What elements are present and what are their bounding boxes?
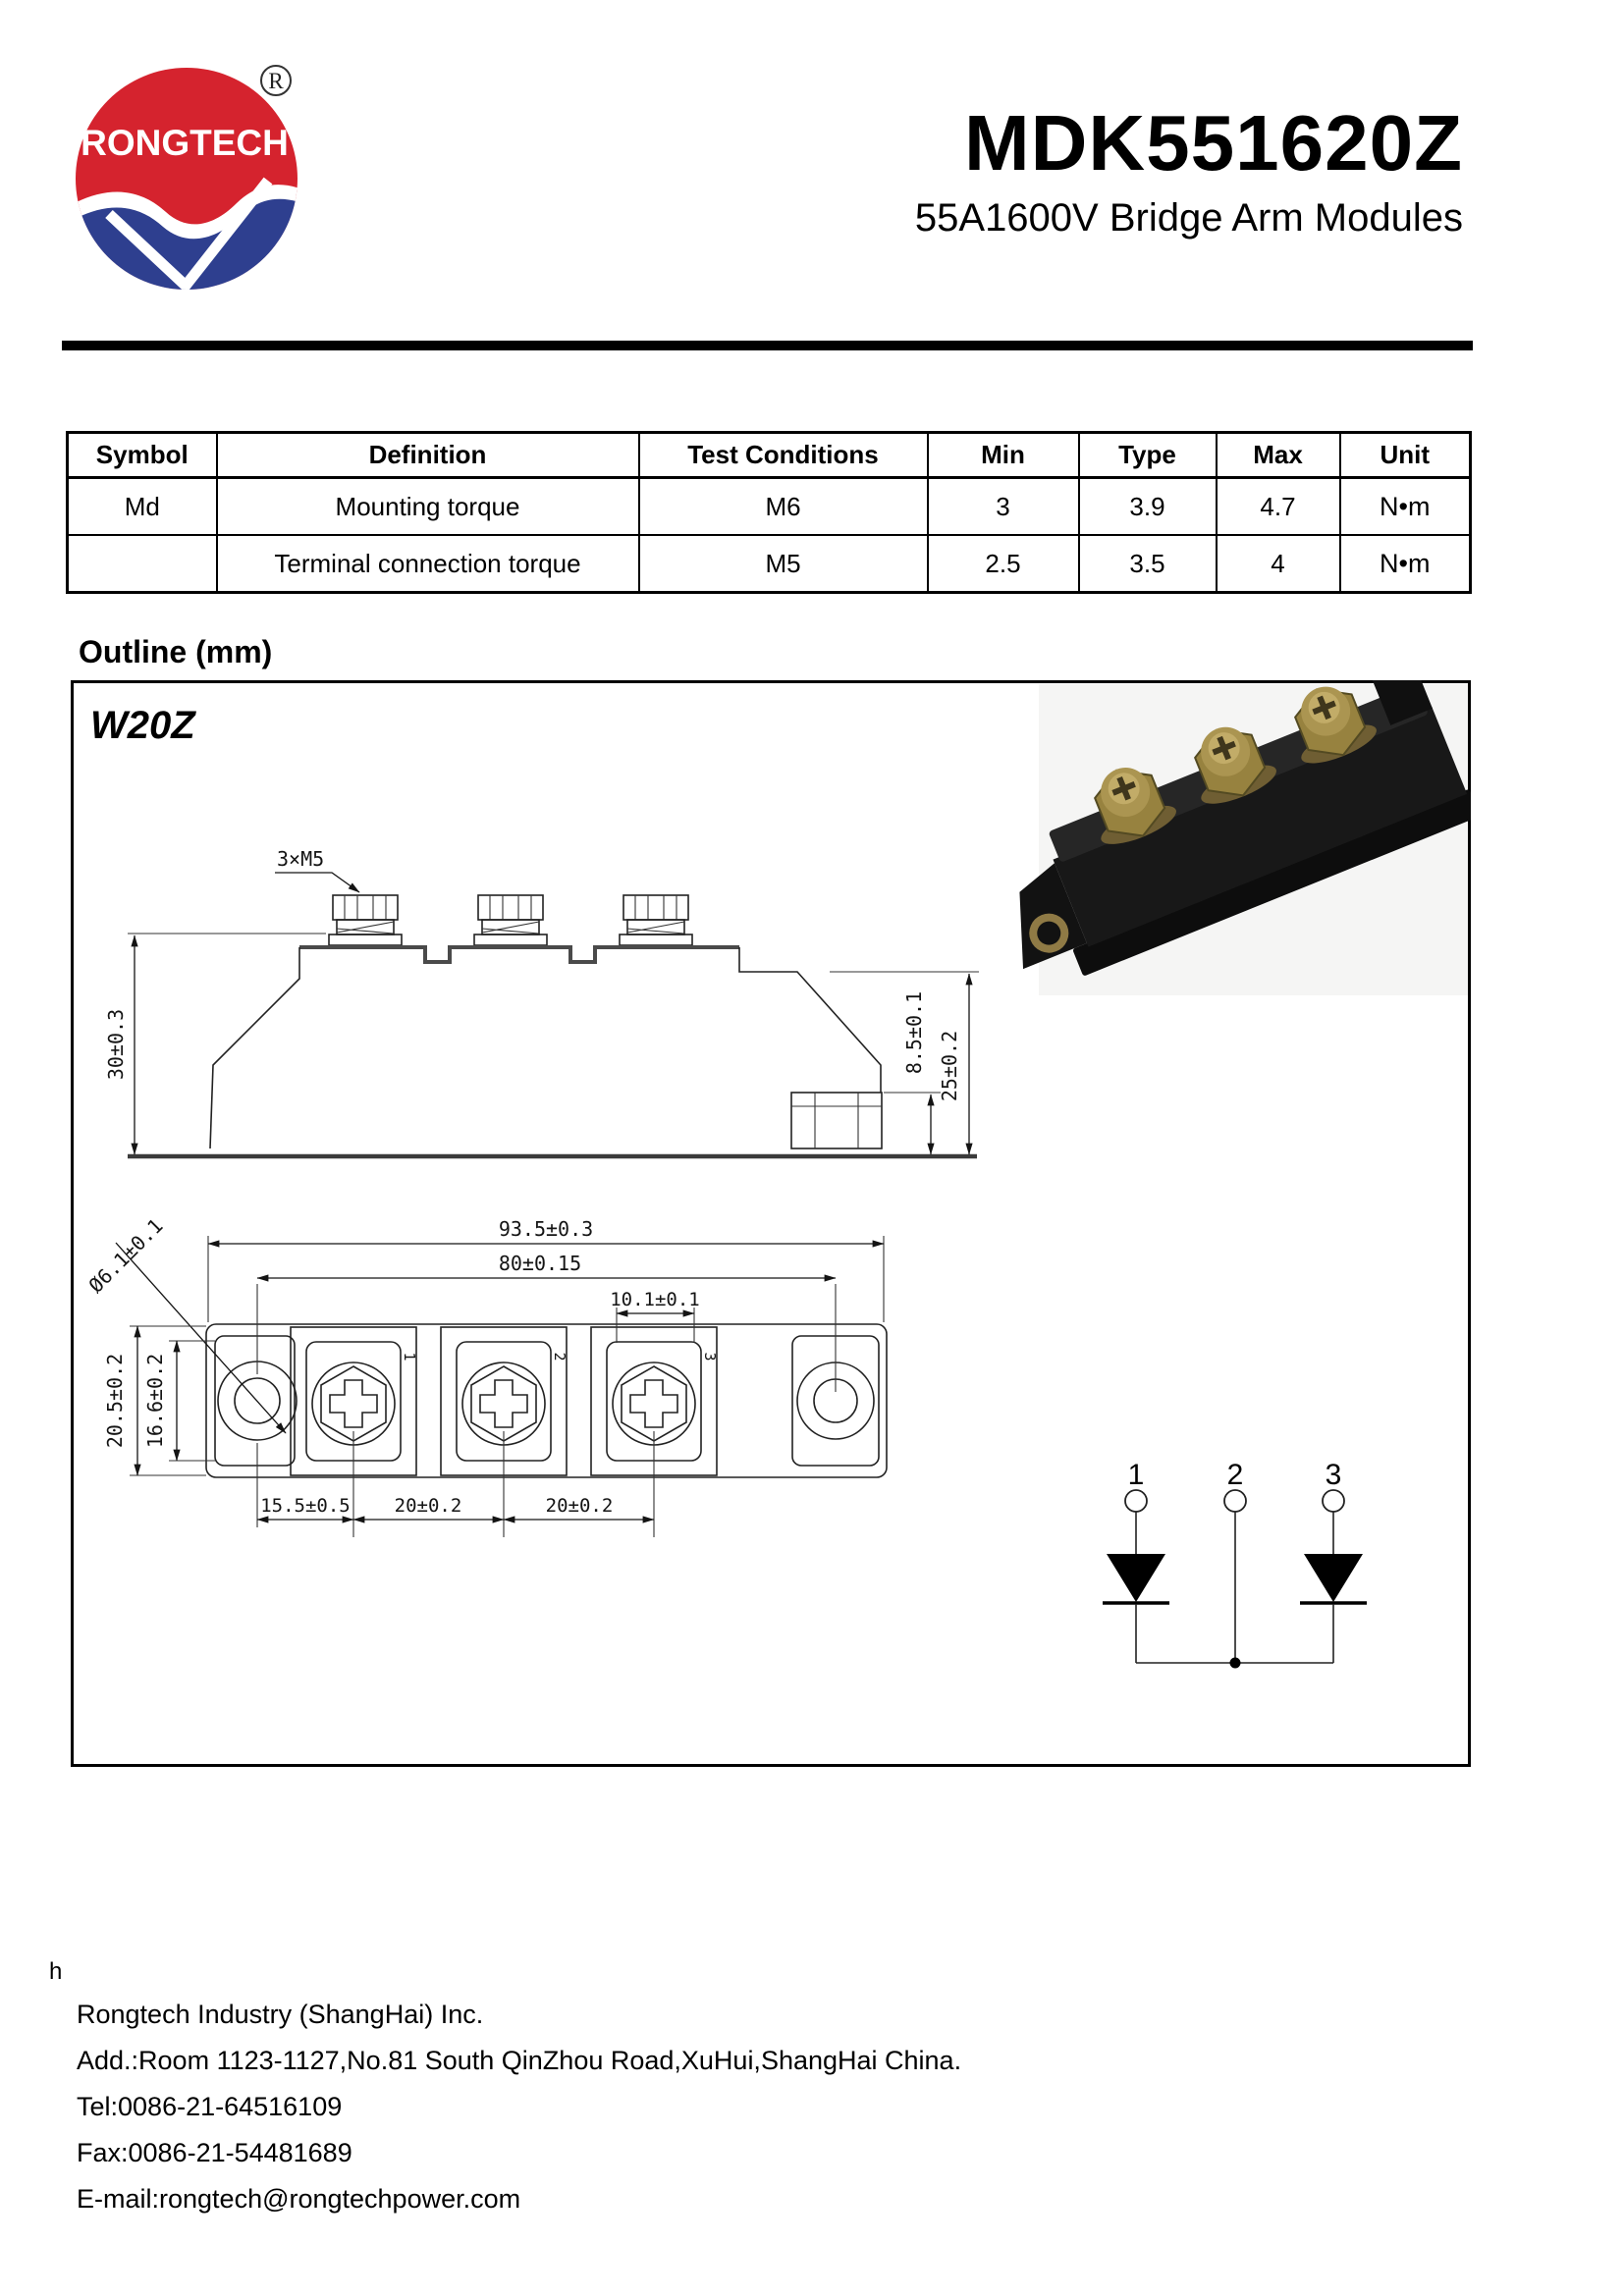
product-photo [1019,680,1471,995]
dim-hole-spacing: 80±0.15 [499,1252,581,1275]
cell-max: 4 [1215,534,1341,594]
table-header-row: Symbol Definition Test Conditions Min Ty… [66,431,1472,479]
circuit-terminal-3: 3 [1326,1459,1342,1491]
module-photo-body [1019,680,1471,976]
cell-unit: N•m [1338,476,1472,536]
registered-mark-letter: R [268,69,284,93]
stray-character: h [49,1958,63,1985]
photo-screw-1 [1094,768,1176,844]
torque-spec-table: Symbol Definition Test Conditions Min Ty… [66,431,1472,594]
cell-type: 3.9 [1077,476,1218,536]
circuit-terminal-2: 2 [1227,1459,1244,1491]
terminal-block-1: 1 [290,1326,418,1476]
page-title: MDK551620Z [963,99,1463,187]
junction-dot [1229,1657,1241,1669]
diode-2-icon [1300,1512,1367,1663]
cell-test-conditions: M6 [637,476,929,536]
col-type: Type [1077,431,1218,479]
col-test-conditions: Test Conditions [637,431,929,479]
table-row: Md Mounting torque M6 3 3.9 4.7 N•m [66,476,1472,536]
dim-pitch-3: 20±0.2 [546,1495,614,1517]
header-divider [62,341,1473,350]
table-row: Terminal connection torque M5 2.5 3.5 4 … [66,534,1472,594]
mounting-hole-photo [1029,913,1069,953]
cell-unit: N•m [1338,534,1472,594]
cell-min: 3 [926,476,1080,536]
circuit-terminal-1: 1 [1128,1459,1145,1491]
dim-slot-width: 10.1±0.1 [610,1289,700,1310]
registered-trademark-icon: R [260,65,292,96]
footer-address: Add.:Room 1123-1127,No.81 South QinZhou … [77,2046,962,2075]
diode-1-icon [1103,1512,1169,1663]
dim-body-height: 20.5±0.2 [103,1354,127,1448]
outline-drawing: W20Z [71,680,1471,1767]
terminal-number: 1 [401,1352,418,1361]
col-max: Max [1215,431,1341,479]
footer-email: E-mail:rongtech@rongtechpower.com [77,2184,521,2214]
cell-max: 4.7 [1215,476,1341,536]
col-symbol: Symbol [66,431,218,479]
side-view-drawing: 3×M5 30±0.3 8.5±0.1 25±0.2 [104,847,979,1159]
dim-right-height: 25±0.2 [938,1031,961,1101]
cell-symbol [66,534,218,594]
side-screw-1 [328,894,403,946]
outline-heading: Outline (mm) [79,634,273,669]
terminal-number: 3 [701,1352,719,1361]
footer-fax: Fax:0086-21-54481689 [77,2138,352,2167]
col-unit: Unit [1338,431,1472,479]
footer-tel: Tel:0086-21-64516109 [77,2092,343,2121]
col-definition: Definition [215,431,640,479]
dim-lug-height: 8.5±0.1 [902,991,926,1074]
dim-screw-label: 3×M5 [277,847,324,871]
footer-company: Rongtech Industry (ShangHai) Inc. [77,2000,484,2029]
cell-symbol: Md [66,476,218,536]
photo-screw-2 [1194,726,1276,804]
dim-pitch-2: 20±0.2 [395,1495,462,1517]
rongtech-logo: RONGTECH R [76,65,298,290]
dim-first-pitch: 15.5±0.5 [260,1495,351,1517]
cell-min: 2.5 [926,534,1080,594]
cell-definition: Terminal connection torque [215,534,640,594]
cell-type: 3.5 [1077,534,1218,594]
dim-overall-width: 93.5±0.3 [499,1217,593,1241]
dim-overall-height: 30±0.3 [104,1009,128,1080]
mounting-hole-left [234,1377,281,1424]
top-view-drawing: 1 2 3 93.5±0.3 [84,1214,888,1537]
terminal-number: 2 [551,1352,568,1361]
circuit-diagram: 1 2 3 [1103,1459,1367,1669]
variant-label: W20Z [90,704,196,747]
outline-box-border [71,680,1471,1767]
page-subtitle: 55A1600V Bridge Arm Modules [914,196,1463,240]
title-block: MDK551620Z 55A1600V Bridge Arm Modules [914,99,1463,240]
cell-definition: Mounting torque [215,476,640,536]
dim-hole-diameter: Ø6.1±0.1 [84,1214,168,1298]
terminal-block-3: 3 [590,1326,719,1476]
logo-wordmark: RONGTECH [81,123,289,163]
cell-test-conditions: M5 [637,534,929,594]
dim-inner-height: 16.6±0.2 [143,1354,167,1448]
side-screw-2 [473,894,548,946]
photo-screw-3 [1293,686,1377,764]
col-min: Min [926,431,1080,479]
side-screw-3 [619,894,693,946]
terminal-block-2: 2 [440,1326,568,1476]
